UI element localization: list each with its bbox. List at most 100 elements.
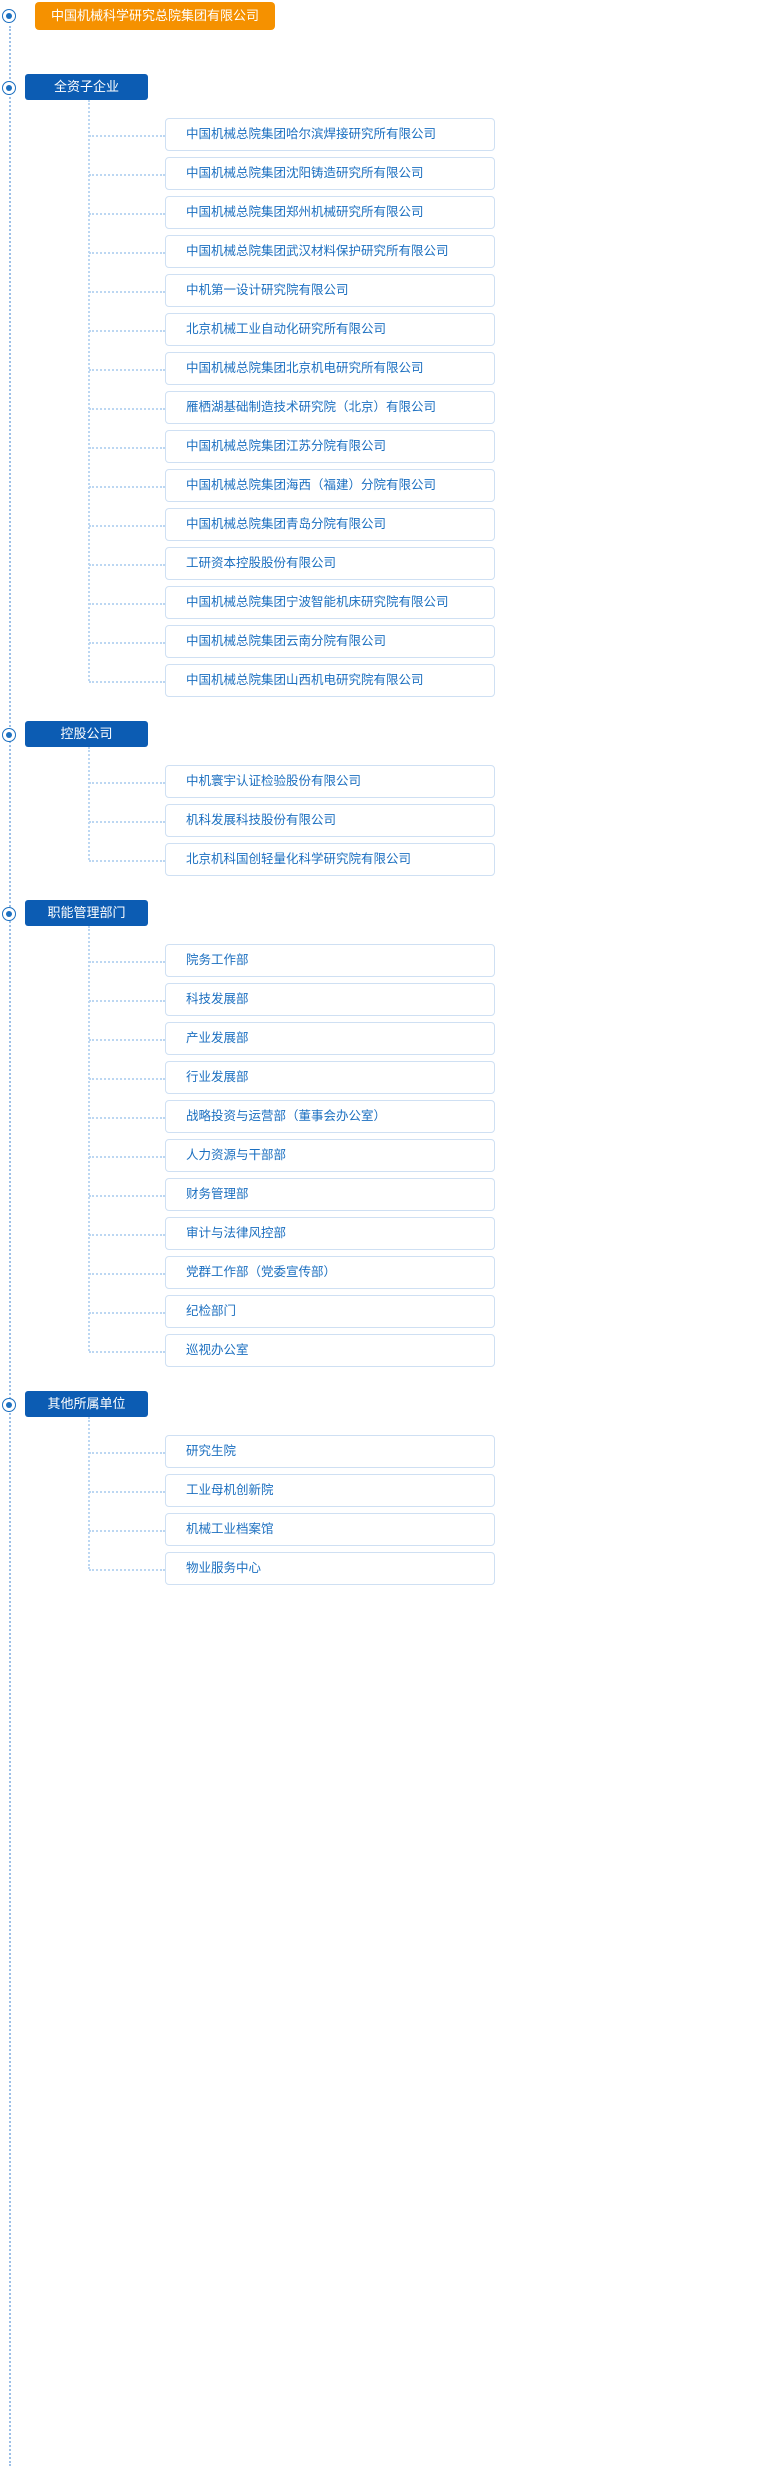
org-node[interactable]: 物业服务中心 [165, 1552, 495, 1585]
connector-line [89, 135, 165, 137]
child-row: 纪检部门 [0, 1293, 779, 1332]
org-node[interactable]: 科技发展部 [165, 983, 495, 1016]
child-row: 中国机械总院集团哈尔滨焊接研究所有限公司 [0, 116, 779, 155]
org-node[interactable]: 产业发展部 [165, 1022, 495, 1055]
group-3: 职能管理部门院务工作部科技发展部产业发展部行业发展部战略投资与运营部（董事会办公… [0, 894, 779, 1371]
child-row: 北京机科国创轻量化科学研究院有限公司 [0, 841, 779, 880]
child-row: 中国机械总院集团海西（福建）分院有限公司 [0, 467, 779, 506]
org-node[interactable]: 党群工作部（党委宣传部） [165, 1256, 495, 1289]
spine-connector [9, 26, 11, 2466]
child-row: 科技发展部 [0, 981, 779, 1020]
org-node[interactable]: 行业发展部 [165, 1061, 495, 1094]
connector-line [89, 1491, 165, 1493]
connector-line [89, 603, 165, 605]
org-node[interactable]: 中国机械总院集团郑州机械研究所有限公司 [165, 196, 495, 229]
child-row: 中机第一设计研究院有限公司 [0, 272, 779, 311]
child-row: 中国机械总院集团武汉材料保护研究所有限公司 [0, 233, 779, 272]
child-row: 雁栖湖基础制造技术研究院（北京）有限公司 [0, 389, 779, 428]
group-title[interactable]: 其他所属单位 [25, 1391, 148, 1417]
connector-line [89, 1351, 165, 1353]
target-bullet-icon [2, 81, 16, 95]
connector-line [89, 1569, 165, 1571]
target-bullet-icon [2, 1398, 16, 1412]
connector-line [89, 1000, 165, 1002]
org-node[interactable]: 工业母机创新院 [165, 1474, 495, 1507]
org-node[interactable]: 中国机械总院集团云南分院有限公司 [165, 625, 495, 658]
org-node[interactable]: 工研资本控股股份有限公司 [165, 547, 495, 580]
org-node[interactable]: 研究生院 [165, 1435, 495, 1468]
child-row: 中国机械总院集团宁波智能机床研究院有限公司 [0, 584, 779, 623]
org-node[interactable]: 中国机械总院集团宁波智能机床研究院有限公司 [165, 586, 495, 619]
connector-line [89, 369, 165, 371]
connector-line [89, 1078, 165, 1080]
connector-line [89, 1039, 165, 1041]
org-node[interactable]: 人力资源与干部部 [165, 1139, 495, 1172]
connector-line [89, 408, 165, 410]
org-node[interactable]: 中国机械总院集团沈阳铸造研究所有限公司 [165, 157, 495, 190]
org-node[interactable]: 雁栖湖基础制造技术研究院（北京）有限公司 [165, 391, 495, 424]
org-node[interactable]: 中国机械总院集团哈尔滨焊接研究所有限公司 [165, 118, 495, 151]
group-header: 全资子企业 [0, 68, 779, 114]
connector-line [89, 564, 165, 566]
group-title[interactable]: 职能管理部门 [25, 900, 148, 926]
org-node[interactable]: 北京机科国创轻量化科学研究院有限公司 [165, 843, 495, 876]
connector-line [89, 1312, 165, 1314]
child-row: 中国机械总院集团青岛分院有限公司 [0, 506, 779, 545]
org-node[interactable]: 中国机械总院集团北京机电研究所有限公司 [165, 352, 495, 385]
target-bullet-icon [2, 907, 16, 921]
child-row: 物业服务中心 [0, 1550, 779, 1589]
child-row: 党群工作部（党委宣传部） [0, 1254, 779, 1293]
group-children: 中机寰宇认证检验股份有限公司机科发展科技股份有限公司北京机科国创轻量化科学研究院… [0, 747, 779, 880]
child-row: 院务工作部 [0, 942, 779, 981]
root-node[interactable]: 中国机械科学研究总院集团有限公司 [35, 2, 276, 30]
group-children: 研究生院工业母机创新院机械工业档案馆物业服务中心 [0, 1417, 779, 1589]
child-row: 产业发展部 [0, 1020, 779, 1059]
connector-line [89, 174, 165, 176]
connector-line [89, 486, 165, 488]
group-header: 职能管理部门 [0, 894, 779, 940]
child-row: 巡视办公室 [0, 1332, 779, 1371]
connector-line [89, 525, 165, 527]
org-node[interactable]: 机科发展科技股份有限公司 [165, 804, 495, 837]
org-node[interactable]: 北京机械工业自动化研究所有限公司 [165, 313, 495, 346]
org-node[interactable]: 中国机械总院集团青岛分院有限公司 [165, 508, 495, 541]
root-row: 中国机械科学研究总院集团有限公司 [0, 0, 779, 40]
org-node[interactable]: 中国机械总院集团江苏分院有限公司 [165, 430, 495, 463]
child-row: 行业发展部 [0, 1059, 779, 1098]
connector-line [89, 821, 165, 823]
group-header: 控股公司 [0, 715, 779, 761]
org-node[interactable]: 中机寰宇认证检验股份有限公司 [165, 765, 495, 798]
child-row: 中国机械总院集团沈阳铸造研究所有限公司 [0, 155, 779, 194]
child-row: 机械工业档案馆 [0, 1511, 779, 1550]
org-node[interactable]: 中国机械总院集团山西机电研究院有限公司 [165, 664, 495, 697]
connector-line [89, 681, 165, 683]
org-node[interactable]: 机械工业档案馆 [165, 1513, 495, 1546]
org-node[interactable]: 纪检部门 [165, 1295, 495, 1328]
group-title[interactable]: 控股公司 [25, 721, 148, 747]
org-node[interactable]: 审计与法律风控部 [165, 1217, 495, 1250]
connector-line [89, 213, 165, 215]
connector-line [89, 1234, 165, 1236]
target-bullet-icon [2, 728, 16, 742]
child-row: 机科发展科技股份有限公司 [0, 802, 779, 841]
connector-line [89, 1117, 165, 1119]
child-row: 北京机械工业自动化研究所有限公司 [0, 311, 779, 350]
connector-line [89, 782, 165, 784]
connector-line [89, 291, 165, 293]
org-node[interactable]: 中机第一设计研究院有限公司 [165, 274, 495, 307]
group-title[interactable]: 全资子企业 [25, 74, 148, 100]
connector-line [89, 1530, 165, 1532]
connector-line [89, 1273, 165, 1275]
org-node[interactable]: 财务管理部 [165, 1178, 495, 1211]
org-node[interactable]: 院务工作部 [165, 944, 495, 977]
org-node[interactable]: 战略投资与运营部（董事会办公室） [165, 1100, 495, 1133]
org-node[interactable]: 中国机械总院集团海西（福建）分院有限公司 [165, 469, 495, 502]
group-4: 其他所属单位研究生院工业母机创新院机械工业档案馆物业服务中心 [0, 1385, 779, 1589]
child-row: 战略投资与运营部（董事会办公室） [0, 1098, 779, 1137]
child-row: 审计与法律风控部 [0, 1215, 779, 1254]
org-node[interactable]: 中国机械总院集团武汉材料保护研究所有限公司 [165, 235, 495, 268]
child-row: 工研资本控股股份有限公司 [0, 545, 779, 584]
child-row: 财务管理部 [0, 1176, 779, 1215]
group-2: 控股公司中机寰宇认证检验股份有限公司机科发展科技股份有限公司北京机科国创轻量化科… [0, 715, 779, 880]
org-node[interactable]: 巡视办公室 [165, 1334, 495, 1367]
